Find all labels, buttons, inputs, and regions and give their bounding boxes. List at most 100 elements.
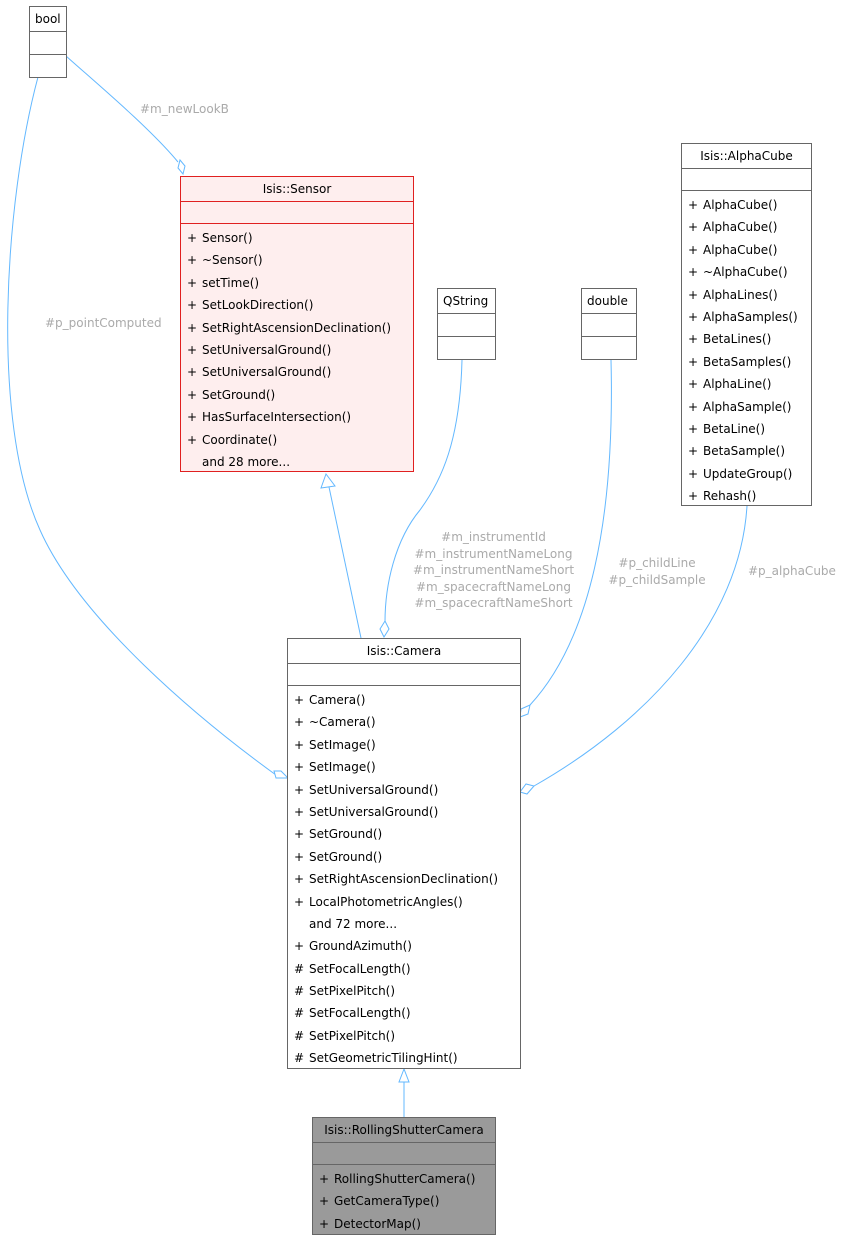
method-name: ~Camera() bbox=[309, 715, 376, 730]
class-method: +Coordinate() bbox=[181, 429, 413, 451]
class-qstring[interactable]: QString bbox=[437, 288, 496, 360]
method-visibility: + bbox=[294, 894, 305, 909]
method-visibility: + bbox=[187, 231, 198, 245]
method-name: SetPixelPitch() bbox=[309, 984, 396, 999]
method-visibility: + bbox=[688, 198, 699, 212]
class-method: #SetFocalLength() bbox=[288, 958, 520, 980]
method-name: DetectorMap() bbox=[334, 1216, 421, 1231]
method-name: Sensor() bbox=[202, 231, 253, 245]
edge-camera-sensor-inheritance bbox=[328, 486, 362, 639]
class-title: Isis::AlphaCube bbox=[682, 144, 811, 169]
method-visibility: + bbox=[294, 737, 305, 752]
method-name: GroundAzimuth() bbox=[309, 939, 412, 954]
method-name: and 72 more... bbox=[309, 916, 398, 931]
class-method: +Camera() bbox=[288, 689, 520, 711]
method-name: ~AlphaCube() bbox=[703, 265, 788, 280]
method-visibility: + bbox=[294, 939, 305, 954]
method-visibility: + bbox=[319, 1194, 330, 1209]
method-name: AlphaLine() bbox=[703, 377, 772, 392]
method-visibility: # bbox=[294, 984, 305, 999]
class-methods: +Sensor()+~Sensor()+setTime()+SetLookDir… bbox=[181, 224, 413, 473]
method-visibility: + bbox=[294, 782, 305, 797]
class-name: QString bbox=[443, 294, 489, 308]
class-method: + ~AlphaCube() bbox=[682, 261, 811, 283]
method-name: Camera() bbox=[309, 693, 366, 707]
aggregation-diamond-sensor bbox=[177, 158, 186, 176]
method-name: LocalPhotometricAngles() bbox=[309, 894, 463, 909]
class-attributes bbox=[181, 202, 413, 224]
class-method: +SetUniversalGround() bbox=[181, 361, 413, 383]
method-name: SetUniversalGround() bbox=[309, 804, 439, 819]
edge-label-line: #m_spacecraftNameLong bbox=[416, 579, 571, 594]
class-method: +AlphaCube() bbox=[682, 239, 811, 261]
class-method: +SetUniversalGround() bbox=[181, 339, 413, 361]
method-name: AlphaSample() bbox=[703, 399, 792, 414]
method-name: AlphaSamples() bbox=[703, 309, 798, 324]
method-name: SetGround() bbox=[309, 827, 383, 842]
method-name: and 28 more... bbox=[202, 454, 291, 469]
class-name: Isis::AlphaCube bbox=[700, 149, 793, 163]
method-name: AlphaLines() bbox=[703, 287, 778, 302]
edge-label-line: #p_alphaCube bbox=[748, 564, 836, 578]
edge-label-line: #p_childSample bbox=[608, 572, 706, 587]
method-visibility: + bbox=[187, 342, 198, 357]
method-name: GetCameraType() bbox=[334, 1194, 440, 1209]
method-visibility: + bbox=[187, 275, 198, 290]
class-method: + GroundAzimuth() bbox=[288, 935, 520, 957]
class-method: +BetaLine() bbox=[682, 418, 811, 440]
method-name: SetImage() bbox=[309, 737, 376, 752]
class-method: + BetaSamples() bbox=[682, 351, 811, 373]
class-method: +SetImage() bbox=[288, 756, 520, 778]
class-attributes bbox=[682, 169, 811, 191]
method-visibility: + bbox=[688, 265, 699, 280]
edge-double-camera bbox=[529, 359, 612, 706]
method-name: BetaSamples() bbox=[703, 354, 792, 369]
class-title: QString bbox=[438, 289, 495, 314]
class-name: Isis::Camera bbox=[366, 644, 442, 658]
class-name: Isis::Sensor bbox=[262, 182, 332, 196]
class-isis-camera[interactable]: Isis::Camera +Camera()+~Camera()+SetImag… bbox=[287, 638, 521, 1069]
method-visibility: + bbox=[688, 309, 699, 324]
class-attributes bbox=[313, 1143, 495, 1165]
method-name: SetPixelPitch() bbox=[309, 1028, 396, 1043]
class-method: +SetRightAscensionDeclination() bbox=[288, 868, 520, 890]
class-attributes bbox=[30, 32, 66, 55]
edge-bool-camera bbox=[7, 76, 277, 776]
class-method: + AlphaSample() bbox=[682, 396, 811, 418]
edge-label-line: #m_instrumentNameShort bbox=[412, 563, 575, 578]
class-method: + GetCameraType() bbox=[313, 1190, 495, 1212]
method-name: SetImage() bbox=[309, 760, 376, 775]
method-name: SetRightAscensionDeclination() bbox=[309, 872, 499, 887]
edge-label-line: #m_newLookB bbox=[140, 102, 229, 116]
method-visibility: + bbox=[688, 399, 699, 414]
method-visibility: + bbox=[688, 354, 699, 369]
method-visibility: + bbox=[688, 287, 699, 302]
method-name: BetaLine() bbox=[703, 421, 766, 436]
method-visibility: # bbox=[294, 1051, 305, 1066]
method-visibility: + bbox=[187, 410, 198, 425]
class-bool[interactable]: bool bbox=[29, 6, 67, 78]
class-method: + SetUniversalGround() bbox=[288, 801, 520, 823]
class-method: +SetLookDirection() bbox=[181, 294, 413, 316]
method-name: ~Sensor() bbox=[202, 253, 263, 268]
class-isis-alphacube[interactable]: Isis::AlphaCube +AlphaCube()+AlphaCube()… bbox=[681, 143, 812, 506]
class-attributes bbox=[288, 664, 520, 686]
class-attributes bbox=[582, 314, 636, 337]
class-method: +AlphaLine() bbox=[682, 373, 811, 395]
edge-bool-sensor bbox=[65, 55, 179, 163]
method-visibility: + bbox=[294, 804, 305, 819]
class-method: + AlphaSamples() bbox=[682, 306, 811, 328]
class-title: Isis::Camera bbox=[288, 639, 520, 664]
method-name: SetGeometricTilingHint() bbox=[309, 1051, 458, 1066]
class-method: + LocalPhotometricAngles() bbox=[288, 891, 520, 913]
class-isis-rollingshuttercamera[interactable]: Isis::RollingShutterCamera +RollingShutt… bbox=[312, 1117, 496, 1235]
method-visibility: + bbox=[688, 444, 699, 459]
class-title: bool bbox=[30, 7, 66, 32]
class-double[interactable]: double bbox=[581, 288, 637, 360]
method-name: SetLookDirection() bbox=[202, 298, 314, 313]
method-visibility: # bbox=[294, 1006, 305, 1021]
class-isis-sensor[interactable]: Isis::Sensor +Sensor()+~Sensor()+setTime… bbox=[180, 176, 414, 472]
edge-label-line: #m_instrumentId bbox=[441, 530, 546, 544]
class-method: +BetaLines() bbox=[682, 328, 811, 350]
